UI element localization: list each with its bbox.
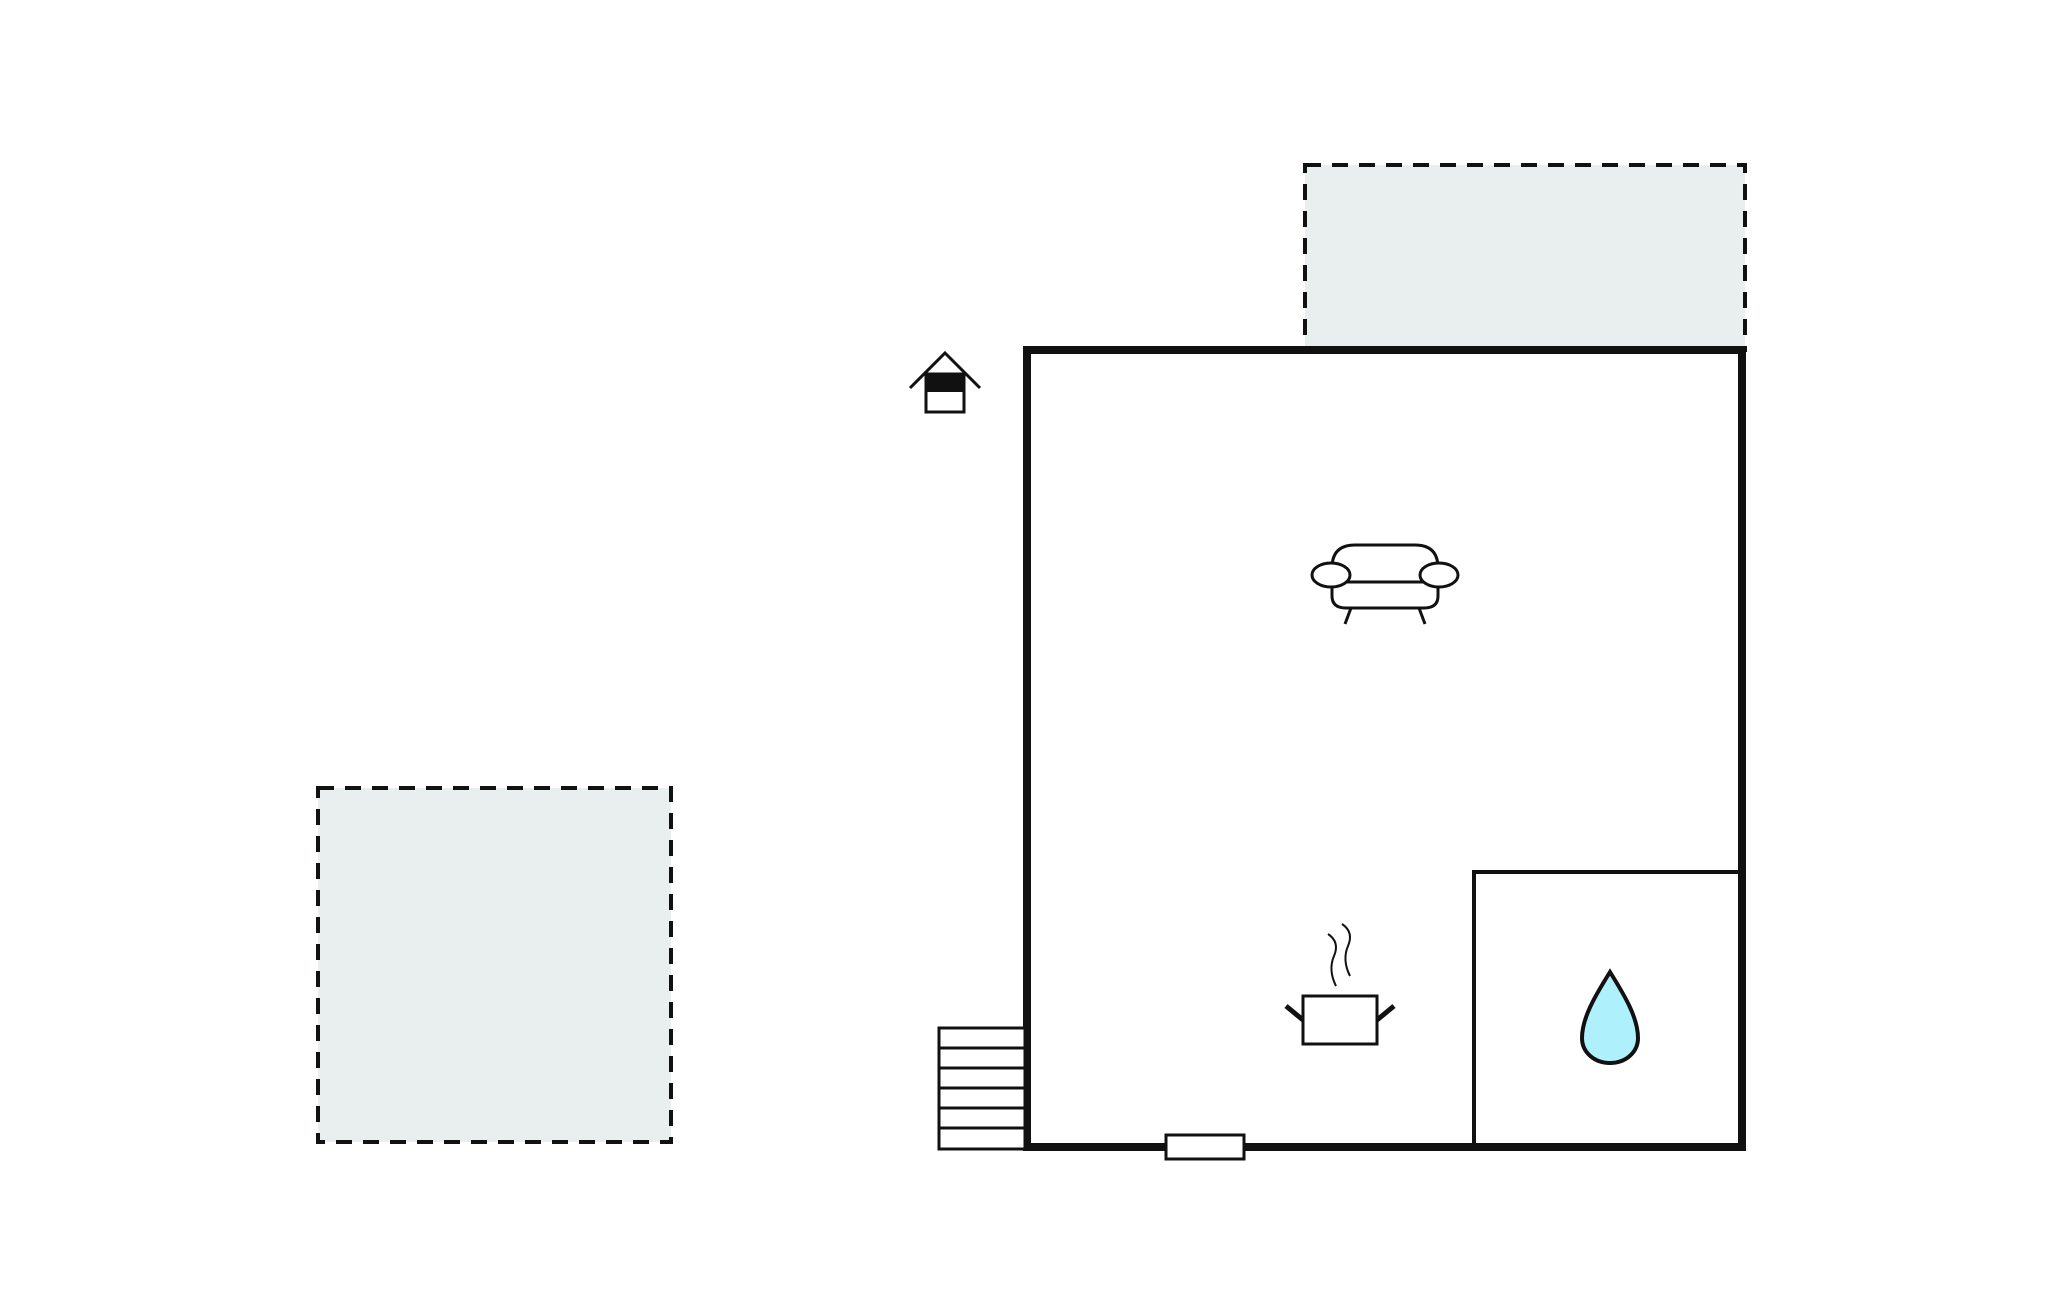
sofa-icon — [1310, 543, 1460, 625]
terrace-top — [1303, 163, 1747, 352]
terrace-left — [316, 786, 673, 1144]
stairs — [937, 1026, 1027, 1151]
bathroom — [1472, 870, 1744, 1149]
house-entrance-icon — [908, 350, 982, 414]
cooking-pot-icon — [1284, 923, 1396, 1046]
door — [1164, 1133, 1246, 1161]
water-drop-icon — [1579, 968, 1641, 1066]
